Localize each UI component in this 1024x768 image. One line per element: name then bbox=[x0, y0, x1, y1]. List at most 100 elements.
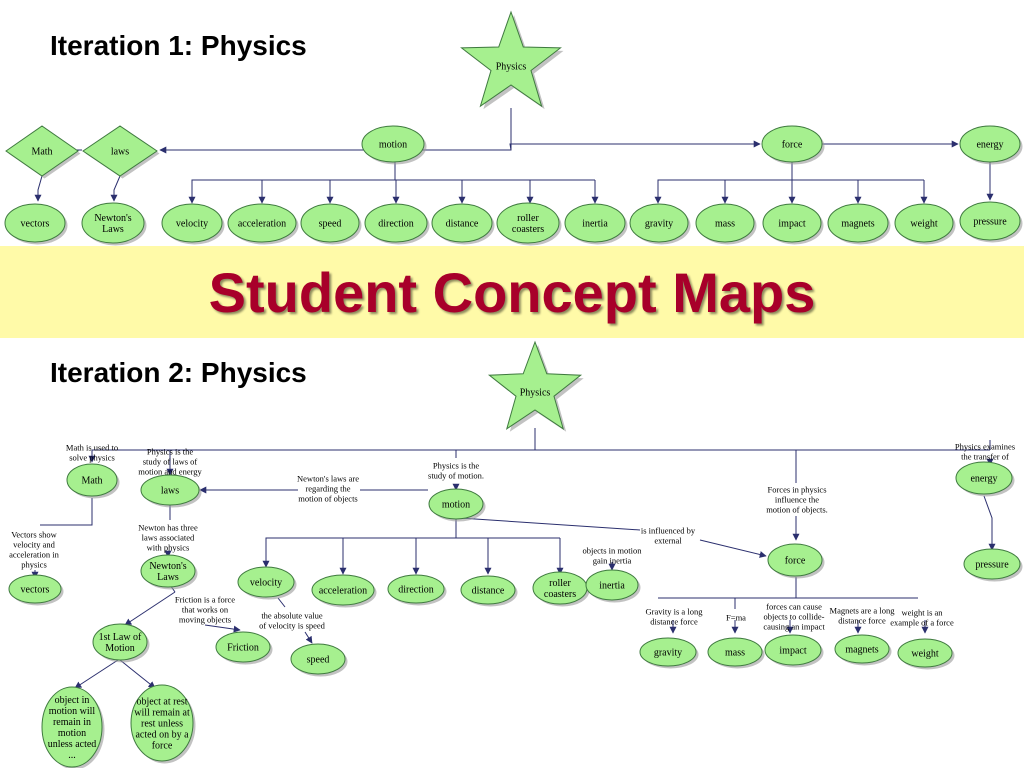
physics-star[interactable]: Physics bbox=[460, 10, 564, 110]
acceleration-node-label: acceleration bbox=[238, 219, 286, 230]
direction-node-2[interactable]: direction bbox=[387, 574, 447, 606]
direction-node-label: direction bbox=[378, 219, 414, 230]
connector-line bbox=[34, 175, 43, 202]
mass-node-label: mass bbox=[715, 219, 735, 230]
magnets-node-2[interactable]: magnets bbox=[834, 634, 892, 666]
connector-line bbox=[110, 175, 121, 202]
speed-node-2-label: speed bbox=[307, 655, 330, 666]
motion-node-2[interactable]: motion bbox=[428, 488, 486, 522]
math-node-2[interactable]: Math bbox=[66, 463, 120, 499]
force-node-label: force bbox=[782, 140, 803, 151]
connector-line bbox=[188, 160, 396, 204]
impact-node-2-label: impact bbox=[779, 646, 806, 657]
inertia-node[interactable]: inertia bbox=[564, 203, 628, 245]
force-node-2-label: force bbox=[785, 556, 806, 567]
velocity-node-label: velocity bbox=[176, 219, 208, 230]
mass-node-2[interactable]: mass bbox=[707, 637, 765, 669]
connector-line bbox=[119, 659, 156, 689]
connector-line bbox=[159, 108, 512, 154]
weight-node[interactable]: weight bbox=[894, 203, 956, 245]
connector-line bbox=[74, 659, 119, 689]
weight-node-label: weight bbox=[910, 219, 937, 230]
mass-node[interactable]: mass bbox=[695, 203, 757, 245]
acceleration-node[interactable]: acceleration bbox=[227, 203, 299, 245]
energy-node-2-label: energy bbox=[970, 474, 997, 485]
iteration-1-heading: Iteration 1: Physics bbox=[50, 30, 307, 61]
velocity-node-2[interactable]: velocity bbox=[237, 566, 297, 600]
gravity-node-2-label: gravity bbox=[654, 648, 682, 659]
weight-node-2[interactable]: weight bbox=[897, 638, 955, 670]
vectors-node-2[interactable]: vectors bbox=[8, 574, 64, 606]
magnets-node-label: magnets bbox=[841, 219, 874, 230]
energy-node-2[interactable]: energy bbox=[955, 461, 1015, 497]
force-node[interactable]: force bbox=[761, 125, 825, 165]
acceleration-node-2-label: acceleration bbox=[319, 586, 367, 597]
pressure-node-2[interactable]: pressure bbox=[963, 548, 1023, 582]
connector-line bbox=[699, 539, 767, 558]
laws-node[interactable]: laws bbox=[82, 125, 160, 179]
pressure-node-2-label: pressure bbox=[975, 560, 1009, 571]
gravity-node[interactable]: gravity bbox=[629, 203, 691, 245]
title-banner: Student Concept Maps bbox=[0, 246, 1024, 338]
friction-node-2[interactable]: Friction bbox=[215, 631, 273, 665]
energy-node[interactable]: energy bbox=[959, 125, 1023, 165]
impact-node[interactable]: impact bbox=[762, 203, 824, 245]
vectors-node-2-label: vectors bbox=[21, 585, 50, 596]
inertia-node-label: inertia bbox=[582, 219, 608, 230]
motion-node-2-label: motion bbox=[442, 500, 470, 511]
pressure-node-label: pressure bbox=[973, 217, 1007, 228]
acceleration-node-2[interactable]: acceleration bbox=[311, 574, 377, 608]
friction-node-2-label: Friction bbox=[227, 643, 259, 654]
connector-line bbox=[459, 517, 641, 531]
physics-star-label: Physics bbox=[496, 62, 527, 73]
velocity-node[interactable]: velocity bbox=[161, 203, 225, 245]
physics-star-2-label: Physics bbox=[520, 388, 551, 399]
distance-node-2[interactable]: distance bbox=[460, 575, 518, 607]
speed-node[interactable]: speed bbox=[300, 203, 362, 245]
inertia-node-2-label: inertia bbox=[599, 581, 625, 592]
connector-line bbox=[40, 498, 93, 526]
pressure-node[interactable]: pressure bbox=[959, 201, 1023, 243]
math-node[interactable]: Math bbox=[5, 125, 81, 179]
magnets-node[interactable]: magnets bbox=[827, 203, 891, 245]
connector-line bbox=[277, 597, 286, 608]
gravity-node-label: gravity bbox=[645, 219, 673, 230]
connector-line bbox=[204, 624, 241, 633]
distance-node-label: distance bbox=[446, 219, 479, 230]
mass-node-2-label: mass bbox=[725, 648, 745, 659]
laws-node-2[interactable]: laws bbox=[140, 474, 202, 508]
inertia-node-2[interactable]: inertia bbox=[585, 569, 641, 603]
connector-line bbox=[983, 495, 996, 551]
direction-node[interactable]: direction bbox=[364, 203, 430, 245]
vectors-node[interactable]: vectors bbox=[4, 203, 68, 245]
velocity-node-2-label: velocity bbox=[250, 578, 282, 589]
physics-star-2[interactable]: Physics bbox=[487, 340, 584, 432]
gravity-node-2[interactable]: gravity bbox=[639, 637, 699, 669]
iteration-2-heading: Iteration 2: Physics bbox=[50, 357, 307, 388]
impact-node-2[interactable]: impact bbox=[764, 634, 824, 668]
magnets-node-2-label: magnets bbox=[845, 645, 878, 656]
speed-node-2[interactable]: speed bbox=[290, 643, 348, 677]
force-node-2[interactable]: force bbox=[767, 543, 825, 579]
distance-node[interactable]: distance bbox=[431, 203, 495, 245]
energy-node-label: energy bbox=[976, 140, 1003, 151]
motion-node[interactable]: motion bbox=[361, 125, 427, 165]
